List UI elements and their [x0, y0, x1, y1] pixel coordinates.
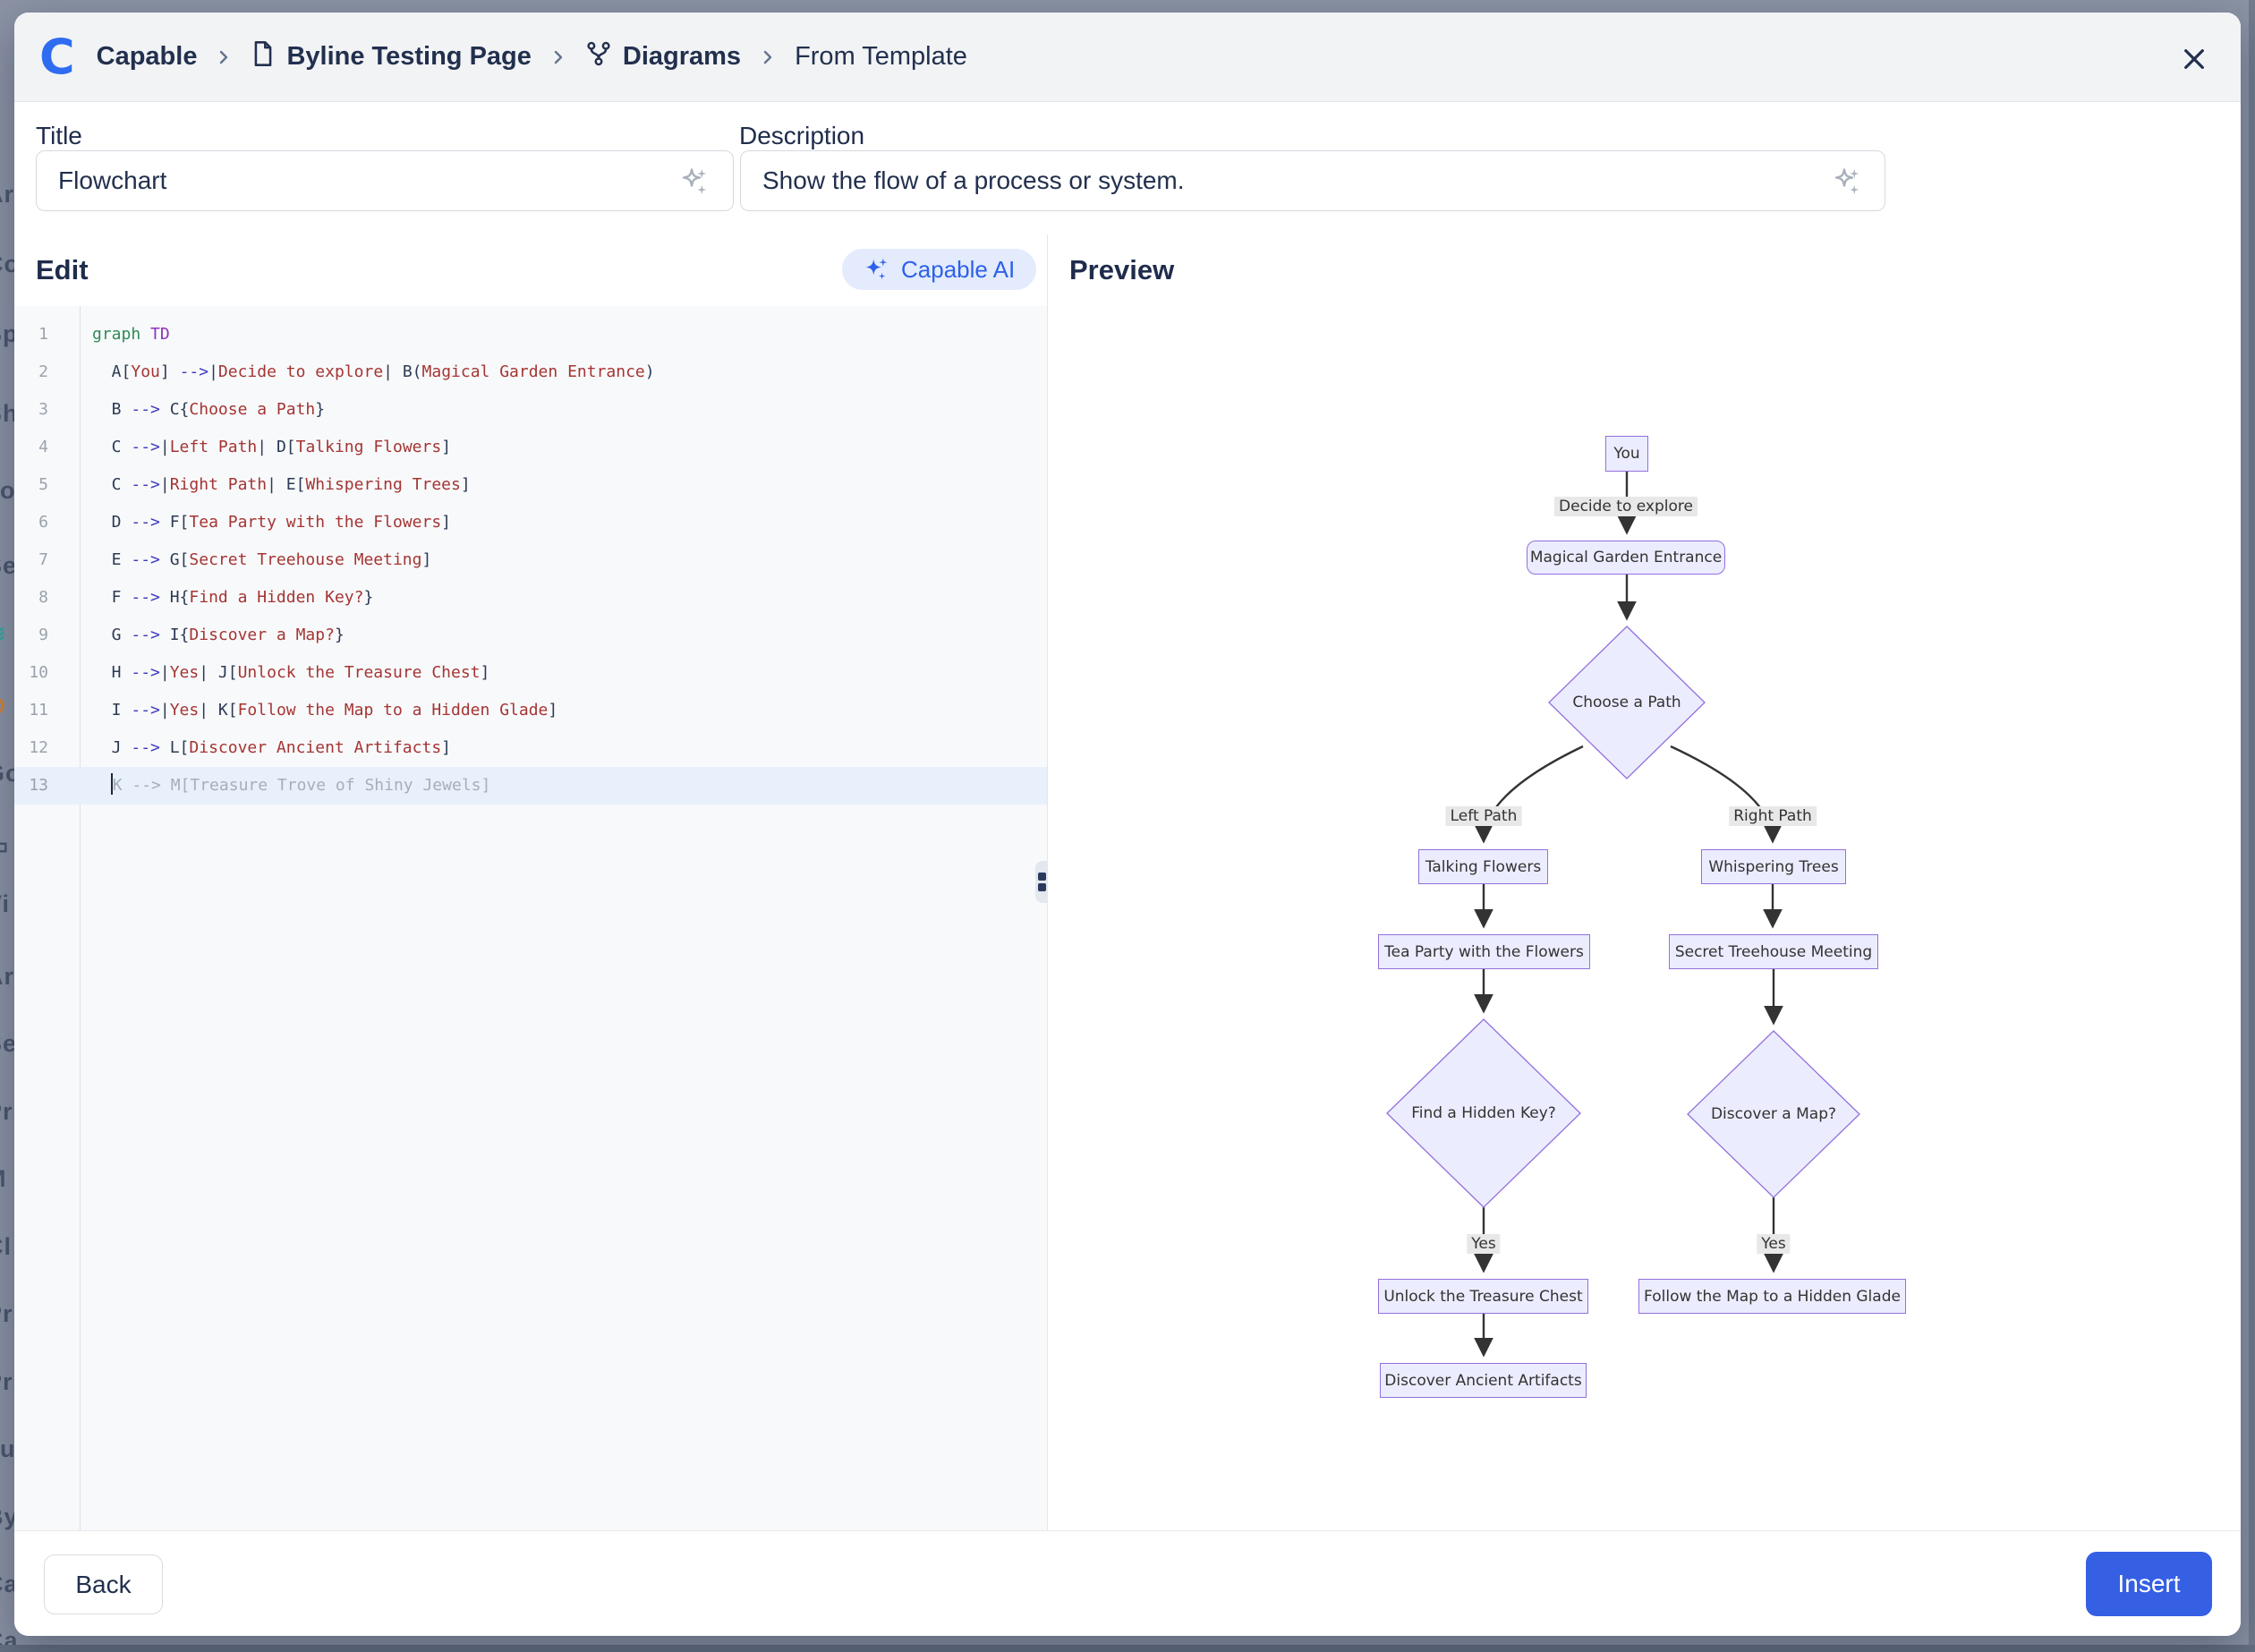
line-number: 13 — [14, 767, 80, 805]
flow-node-tea-party: Tea Party with the Flowers — [1378, 934, 1590, 969]
flow-node-whispering-trees: Whispering Trees — [1701, 849, 1846, 884]
flow-node-you: You — [1605, 436, 1648, 472]
flow-edge-label-yes-right: Yes — [1757, 1234, 1790, 1254]
flow-edge-label-decide: Decide to explore — [1554, 497, 1698, 516]
line-number: 12 — [14, 729, 80, 767]
flow-node-hidden-glade: Follow the Map to a Hidden Glade — [1638, 1279, 1906, 1314]
breadcrumb-section-label: Diagrams — [623, 42, 741, 72]
diagram-preview: You Decide to explore Magical Garden Ent… — [1048, 306, 2241, 1530]
line-number: 4 — [14, 429, 80, 466]
capable-ai-label: Capable AI — [901, 256, 1015, 284]
breadcrumb-section[interactable]: Diagrams — [585, 40, 741, 74]
flowchart-edges — [1048, 306, 2241, 1530]
line-number: 2 — [14, 353, 80, 391]
breadcrumb-app[interactable]: Capable — [97, 42, 198, 72]
breadcrumb-page-label: Byline Testing Page — [286, 42, 531, 72]
breadcrumb: C Capable Byline Testing Page — [39, 33, 967, 81]
capable-ai-button[interactable]: Capable AI — [842, 249, 1036, 290]
flow-node-talking-flowers: Talking Flowers — [1418, 849, 1548, 884]
sparkles-icon — [864, 256, 890, 283]
flow-edge-label-left-path: Left Path — [1446, 806, 1522, 826]
flow-node-choose-path: Choose a Path — [1572, 694, 1681, 711]
code-line: 10 H -->|Yes| J[Unlock the Treasure Ches… — [14, 654, 1047, 692]
close-icon[interactable] — [2174, 39, 2214, 79]
dialog-header: C Capable Byline Testing Page — [14, 13, 2241, 102]
ai-sparkle-icon[interactable] — [678, 166, 711, 198]
code-line: 12 J --> L[Discover Ancient Artifacts] — [14, 729, 1047, 767]
code-line: 7 E --> G[Secret Treehouse Meeting] — [14, 541, 1047, 579]
dialog-footer: Back Insert — [14, 1530, 2241, 1636]
title-input[interactable] — [36, 150, 734, 211]
line-number: 3 — [14, 391, 80, 429]
from-template-dialog: C Capable Byline Testing Page — [14, 13, 2241, 1636]
flow-node-treasure-chest: Unlock the Treasure Chest — [1378, 1279, 1588, 1314]
description-input[interactable] — [740, 150, 1885, 211]
code-line: 4 C -->|Left Path| D[Talking Flowers] — [14, 429, 1047, 466]
flow-node-ancient-artifacts: Discover Ancient Artifacts — [1380, 1363, 1587, 1398]
edit-heading: Edit — [36, 254, 89, 286]
back-button[interactable]: Back — [44, 1554, 163, 1614]
diagram-fork-icon — [585, 40, 612, 74]
breadcrumb-page[interactable]: Byline Testing Page — [251, 40, 531, 74]
meta-form: Title Description — [14, 102, 2241, 235]
code-line: 2 A[You] -->|Decide to explore| B(Magica… — [14, 353, 1047, 391]
capable-logo-icon: C — [39, 33, 75, 81]
code-line: 5 C -->|Right Path| E[Whispering Trees] — [14, 466, 1047, 504]
flow-node-hidden-key: Find a Hidden Key? — [1411, 1104, 1556, 1122]
line-number: 5 — [14, 466, 80, 504]
title-label: Title — [36, 122, 82, 150]
code-line: 11 I -->|Yes| K[Follow the Map to a Hidd… — [14, 692, 1047, 729]
code-line: 8 F --> H{Find a Hidden Key?} — [14, 579, 1047, 617]
line-number: 6 — [14, 504, 80, 541]
chevron-right-icon — [213, 47, 234, 68]
code-editor[interactable]: 1graph TD2 A[You] -->|Decide to explore|… — [14, 306, 1047, 1530]
code-line: 9 G --> I{Discover a Map?} — [14, 617, 1047, 654]
panel-headers: Edit Capable AI Preview — [14, 234, 2241, 307]
line-number: 11 — [14, 692, 80, 729]
line-number: 8 — [14, 579, 80, 617]
code-line: 13 K --> M[Treasure Trove of Shiny Jewel… — [14, 767, 1047, 805]
flow-node-treehouse-meeting: Secret Treehouse Meeting — [1669, 934, 1878, 969]
code-line: 3 B --> C{Choose a Path} — [14, 391, 1047, 429]
line-number: 1 — [14, 316, 80, 353]
chevron-right-icon — [548, 47, 569, 68]
document-icon — [251, 40, 276, 74]
breadcrumb-current: From Template — [795, 42, 967, 72]
code-line: 6 D --> F[Tea Party with the Flowers] — [14, 504, 1047, 541]
backdrop-bottom-edge — [0, 1645, 2255, 1652]
code-line: 1graph TD — [14, 316, 1047, 353]
insert-button[interactable]: Insert — [2086, 1552, 2212, 1616]
preview-heading: Preview — [1069, 254, 1174, 286]
chevron-right-icon — [757, 47, 779, 68]
flow-edge-label-yes-left: Yes — [1467, 1234, 1500, 1254]
code-lines: 1graph TD2 A[You] -->|Decide to explore|… — [14, 316, 1047, 805]
backdrop-right-edge — [2249, 0, 2255, 1652]
line-number: 7 — [14, 541, 80, 579]
line-number: 10 — [14, 654, 80, 692]
description-label: Description — [739, 122, 864, 150]
line-number: 9 — [14, 617, 80, 654]
flow-edge-label-right-path: Right Path — [1729, 806, 1817, 826]
flow-node-discover-map: Discover a Map? — [1711, 1105, 1836, 1123]
flow-node-entrance: Magical Garden Entrance — [1527, 541, 1725, 575]
ai-sparkle-icon[interactable] — [1831, 166, 1863, 198]
